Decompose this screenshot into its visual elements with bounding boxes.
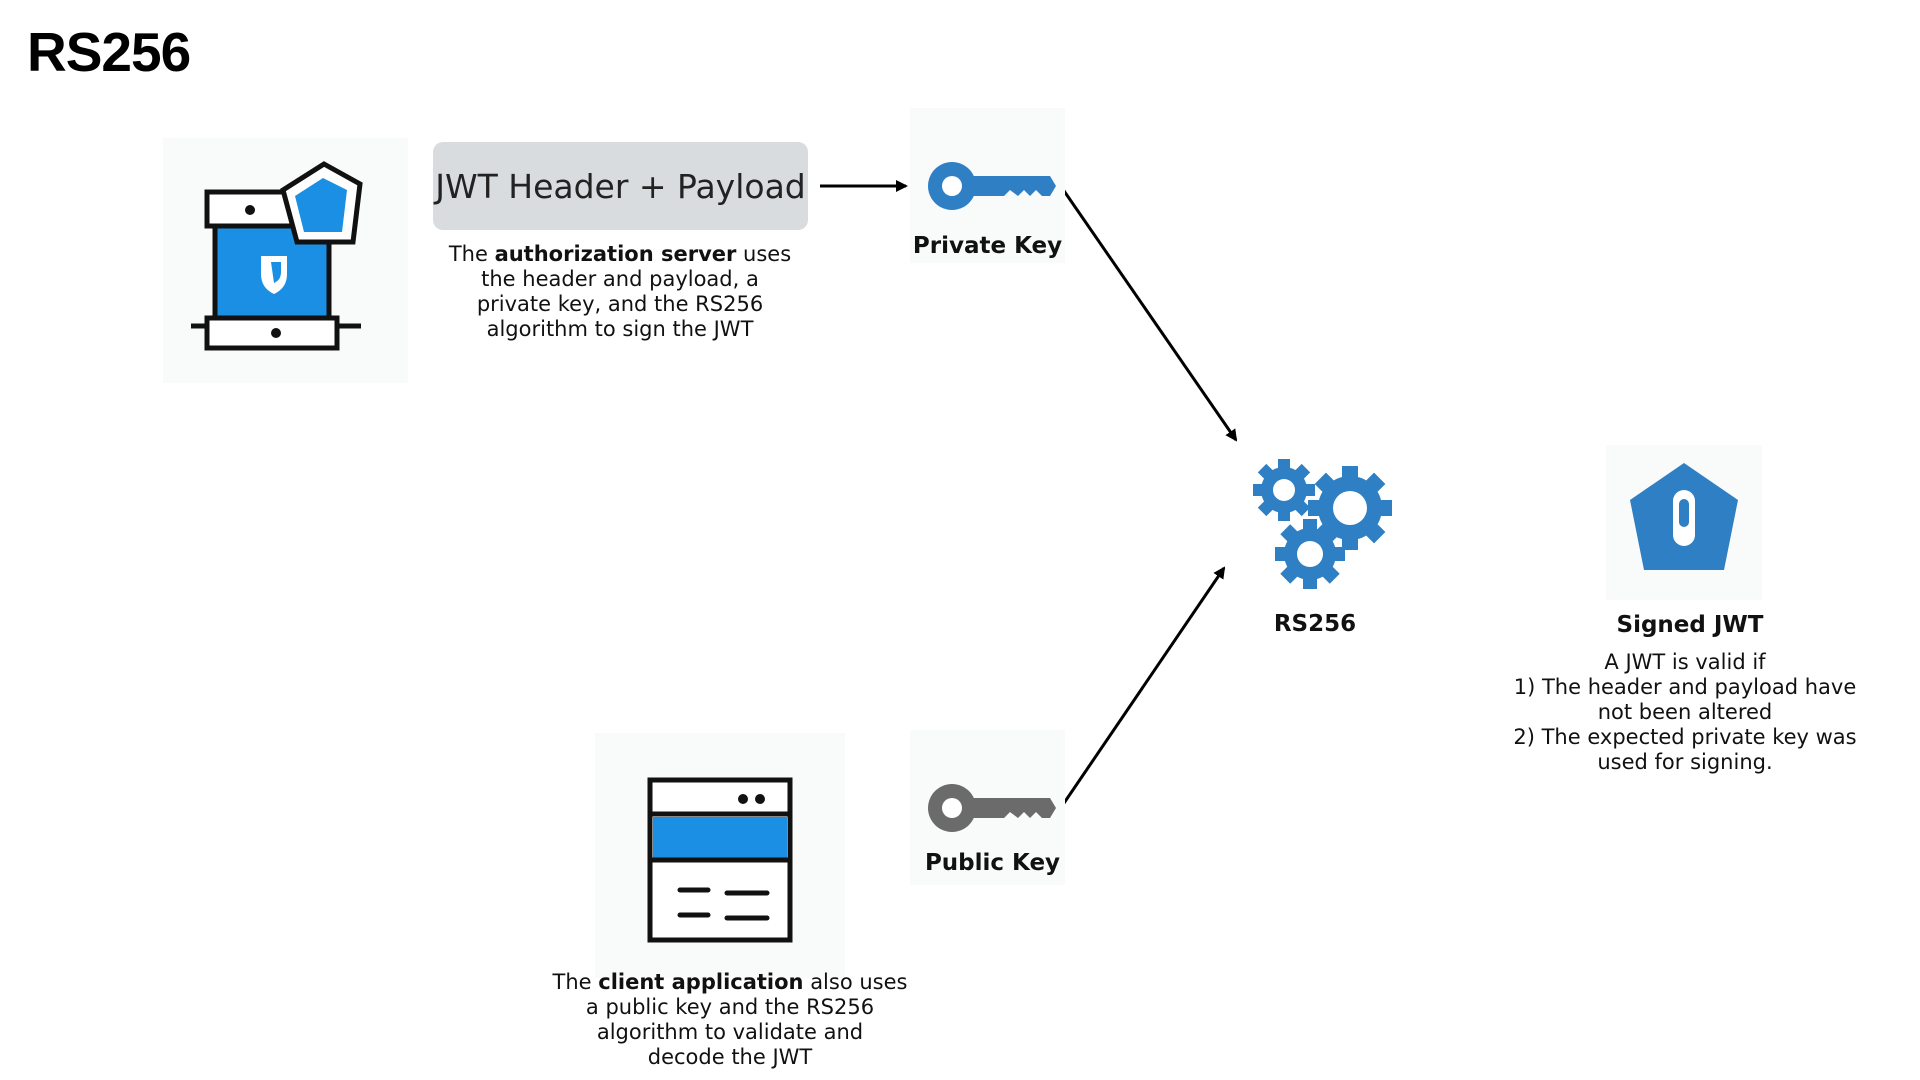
- signed-jwt-icon: [1630, 463, 1738, 570]
- jwt-header-payload-box: JWT Header + Payload: [433, 142, 808, 230]
- client-caption-line: a public key and the RS256: [585, 995, 875, 1019]
- private-key-icon: [928, 162, 1056, 210]
- private-key-tile: [910, 108, 1065, 263]
- public-key-tile: [910, 730, 1065, 885]
- signed-jwt-caption-line: not been altered: [1597, 700, 1773, 724]
- auth-caption-line: private key, and the RS256: [476, 292, 764, 316]
- signed-jwt-caption-line: used for signing.: [1597, 750, 1773, 774]
- auth-caption-post: uses: [736, 242, 792, 266]
- client-caption-line: decode the JWT: [647, 1045, 813, 1069]
- gears-icon: [1253, 459, 1392, 589]
- signed-jwt-caption: A JWT is valid if 1) The header and payl…: [1490, 650, 1880, 775]
- signed-jwt-tile: [1606, 445, 1762, 600]
- browser-window-icon: [647, 777, 793, 943]
- browser-window-tile: [595, 733, 845, 978]
- server-shield-tile: [163, 138, 408, 383]
- client-caption-post: also uses: [803, 970, 908, 994]
- arrow-private-key-to-rs256: [1060, 187, 1238, 442]
- signed-jwt-label: Signed JWT: [1616, 612, 1764, 638]
- auth-caption-bold: authorization server: [494, 242, 737, 266]
- rs256-label: RS256: [1273, 611, 1357, 637]
- auth-caption-pre: The: [448, 242, 495, 266]
- jwt-header-payload-label: JWT Header + Payload: [435, 166, 806, 206]
- arrow-public-key-to-rs256: [1060, 566, 1226, 807]
- client-caption-line: algorithm to validate and: [596, 1020, 864, 1044]
- signed-jwt-caption-line: 2) The expected private key was: [1513, 725, 1857, 749]
- page-title: RS256: [27, 21, 191, 83]
- private-key-label: Private Key: [912, 233, 1063, 259]
- gears-group: [1240, 450, 1400, 595]
- signed-jwt-caption-line: A JWT is valid if: [1604, 650, 1766, 674]
- auth-caption-line: algorithm to sign the JWT: [486, 317, 754, 341]
- client-app-caption: The client application also uses a publi…: [530, 970, 930, 1070]
- server-shield-icon: [191, 161, 363, 351]
- signed-jwt-caption-line: 1) The header and payload have: [1513, 675, 1857, 699]
- client-caption-pre: The: [552, 970, 599, 994]
- auth-caption-line: the header and payload, a: [481, 267, 759, 291]
- public-key-icon: [928, 784, 1056, 832]
- auth-server-caption: The authorization server uses the header…: [420, 242, 820, 342]
- client-caption-bold: client application: [598, 970, 804, 994]
- public-key-label: Public Key: [924, 850, 1061, 876]
